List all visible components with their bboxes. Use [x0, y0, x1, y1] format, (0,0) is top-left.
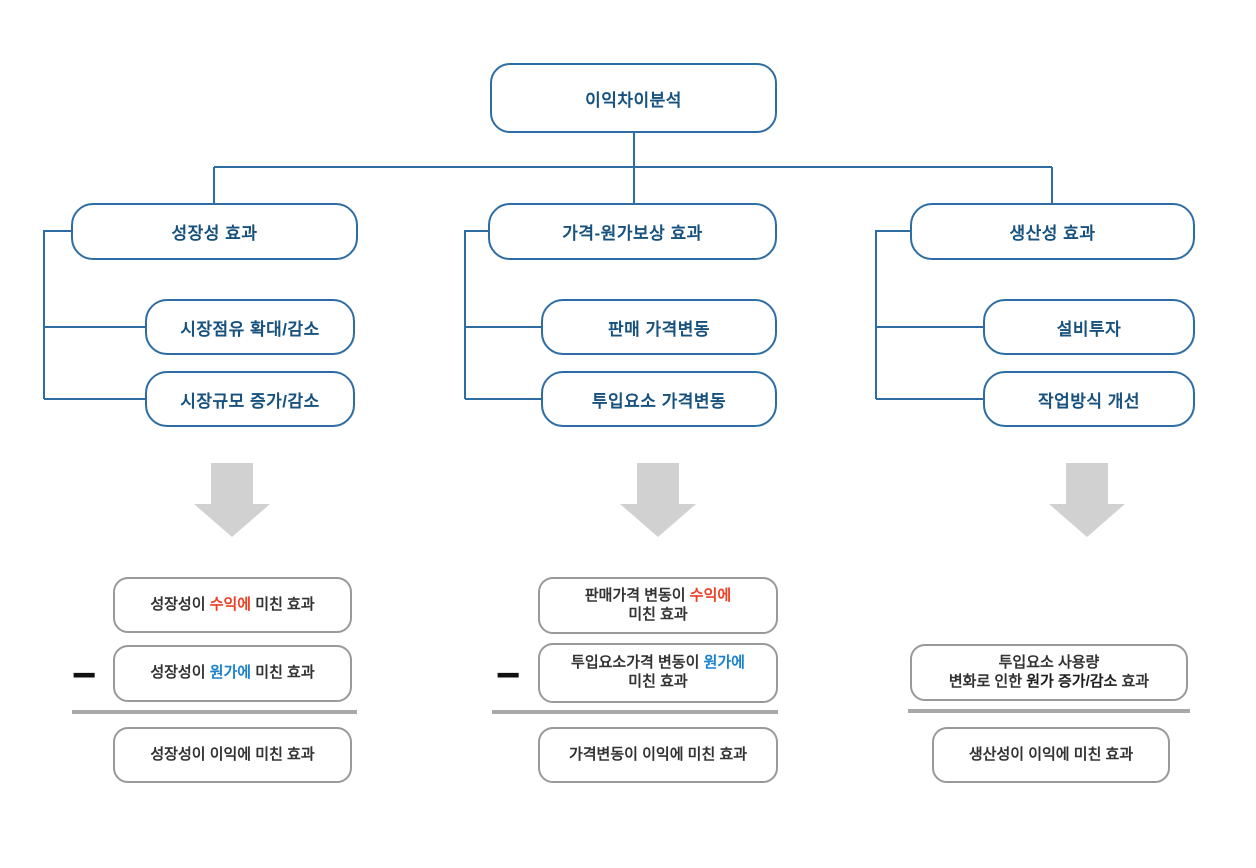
formula-box-growth-cost: 성장성이 원가에 미친 효과	[113, 645, 352, 702]
cost-change-highlight: 원가 증가/감소	[1026, 672, 1118, 690]
child-node-market-share: 시장점유 확대/감소	[145, 299, 355, 355]
branch-header-productivity: 생산성 효과	[910, 203, 1195, 260]
cost-highlight: 원가에	[703, 654, 745, 672]
equals-divider-line	[908, 709, 1190, 713]
minus-operator: −	[495, 651, 521, 698]
root-node-label: 이익차이분석	[585, 90, 682, 110]
branch-header-label: 성장성 효과	[171, 224, 258, 243]
child-node-label: 시장규모 증가/감소	[180, 391, 320, 411]
child-node-sales-price-change: 판매 가격변동	[541, 299, 777, 355]
root-node: 이익차이분석	[490, 63, 777, 133]
formula-result-productivity-profit: 생산성이 이익에 미친 효과	[932, 727, 1170, 783]
child-node-input-price-change: 투입요소 가격변동	[541, 371, 777, 427]
formula-result-price-profit: 가격변동이 이익에 미친 효과	[538, 727, 778, 783]
formula-result-growth-profit: 성장성이 이익에 미친 효과	[113, 727, 352, 783]
branch-header-price-cost: 가격-원가보상 효과	[488, 203, 777, 260]
down-arrow-icon	[1049, 463, 1125, 537]
child-node-label: 작업방식 개선	[1037, 391, 1141, 411]
minus-operator: −	[71, 651, 97, 698]
branch-header-label: 생산성 효과	[1009, 224, 1096, 243]
branch-header-label: 가격-원가보상 효과	[562, 224, 703, 243]
branch-header-growth: 성장성 효과	[71, 203, 358, 260]
top-rail-connector	[213, 133, 1053, 203]
down-arrow-icon	[194, 463, 270, 537]
revenue-highlight: 수익에	[689, 586, 732, 604]
down-arrow-icon	[620, 463, 696, 537]
child-node-facility-investment: 설비투자	[983, 299, 1195, 355]
child-node-label: 판매 가격변동	[607, 319, 711, 339]
child-node-label: 투입요소 가격변동	[591, 391, 727, 411]
child-node-label: 설비투자	[1056, 319, 1122, 339]
formula-box-growth-revenue: 성장성이 수익에 미친 효과	[113, 577, 352, 633]
child-node-work-method-improvement: 작업방식 개선	[983, 371, 1195, 427]
equals-divider-line	[72, 710, 357, 714]
cost-highlight: 원가에	[209, 664, 252, 682]
child-node-market-size: 시장규모 증가/감소	[145, 371, 355, 427]
revenue-highlight: 수익에	[209, 595, 252, 613]
child-node-label: 시장점유 확대/감소	[180, 319, 320, 339]
equals-divider-line	[492, 710, 778, 714]
